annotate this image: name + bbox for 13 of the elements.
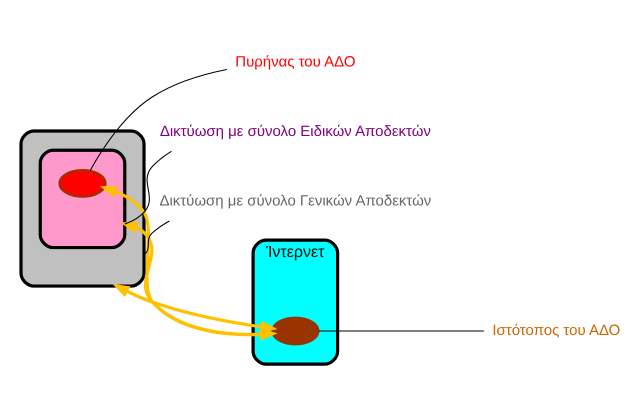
node-text: Ιστότοπος του ΑΔΟ	[492, 322, 620, 339]
node-text: Δικτύωση με σύνολο Γενικών Αποδεκτών	[159, 192, 432, 210]
node-circle	[58, 168, 107, 198]
cluster	[19, 129, 146, 288]
node-text: Πυρήνας του ΑΔΟ	[235, 53, 356, 70]
connector	[124, 150, 172, 225]
cluster: Ίντερνετ	[252, 238, 340, 366]
connector	[90, 68, 227, 171]
node-text: Δικτύωση με σύνολο Ειδικών Αποδεκτών	[160, 123, 431, 140]
connector	[318, 330, 484, 332]
cluster	[38, 148, 126, 250]
connector	[144, 220, 170, 256]
node-circle	[271, 316, 320, 346]
